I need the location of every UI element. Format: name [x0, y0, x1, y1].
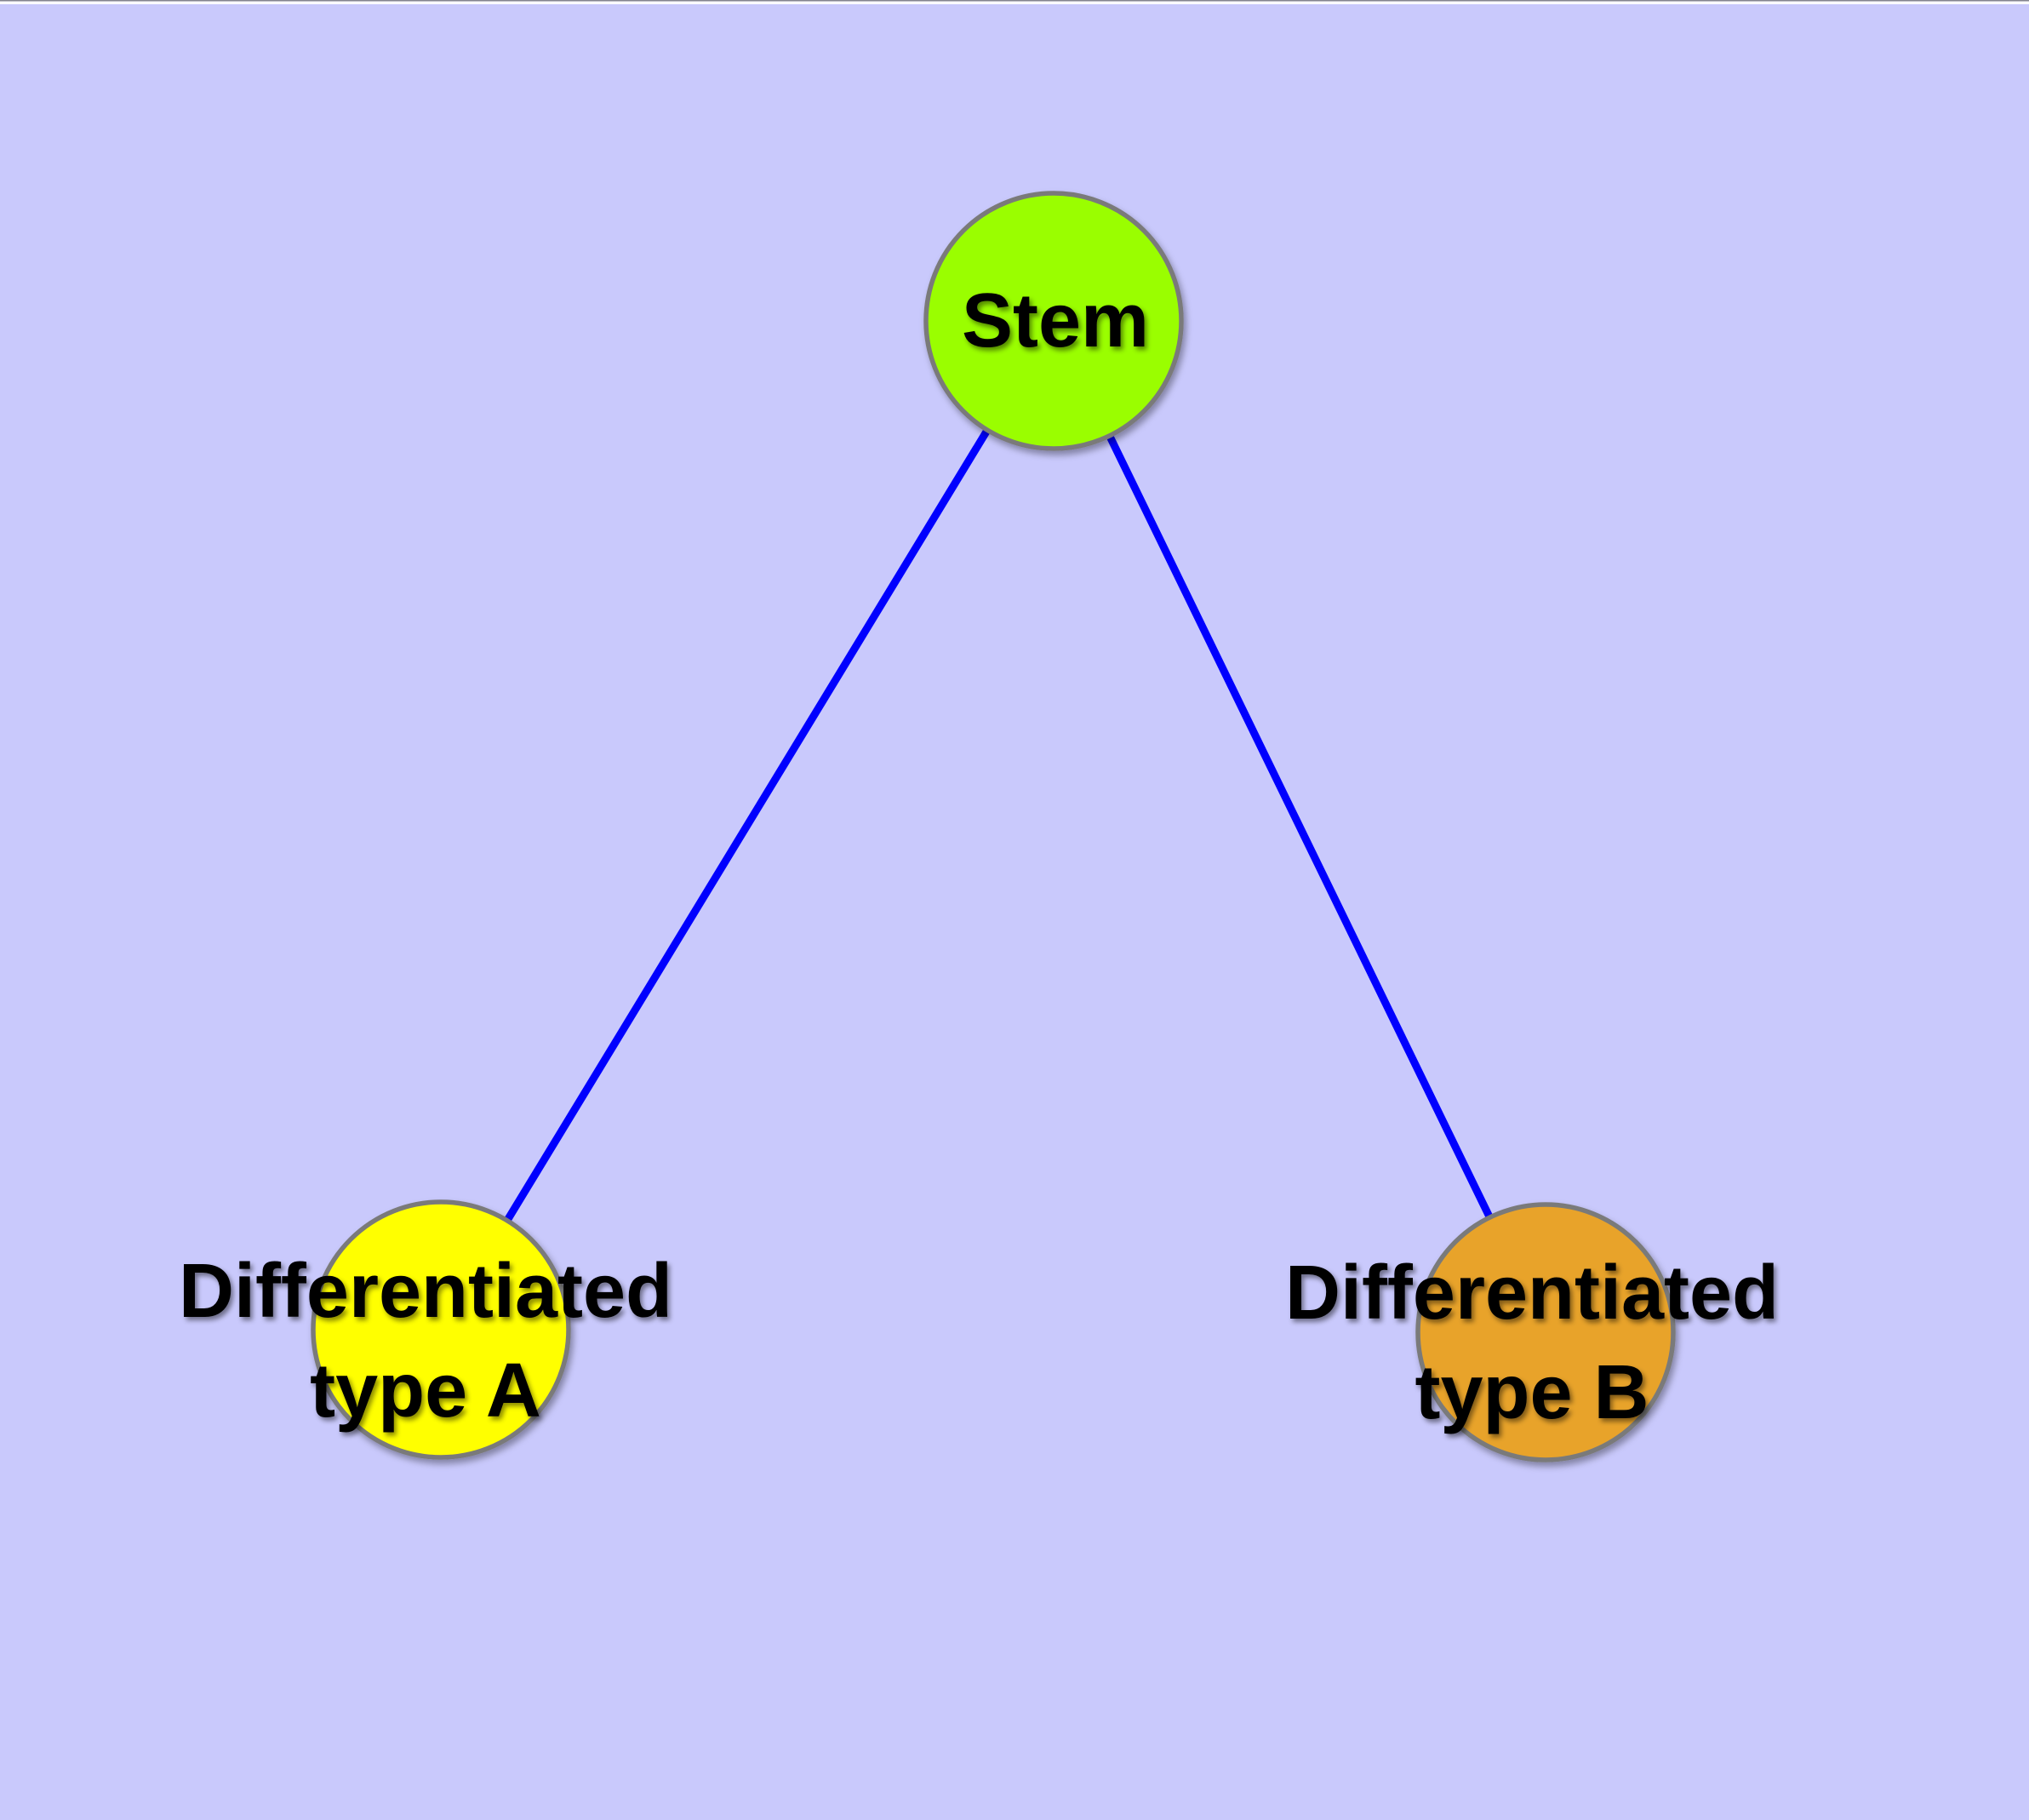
nodes-layer: [311, 191, 1676, 1462]
node-stem: [923, 191, 1184, 451]
node-label-differentiated-type-a-line-1: Differentiated: [179, 1249, 672, 1334]
canvas-top-highlight: [0, 1, 2029, 4]
edges-layer: [437, 318, 1550, 1334]
edge-stem-to-differentiated-type-b: [1049, 319, 1550, 1334]
edge-stem-to-differentiated-type-a: [437, 318, 1057, 1332]
node-label-stem-line-1: Stem: [962, 278, 1149, 363]
node-label-differentiated-type-b-line-2: type B: [1415, 1350, 1649, 1435]
node-label-differentiated-type-a-line-2: type A: [310, 1348, 541, 1434]
canvas-top-hairline: [0, 0, 2029, 2]
node-label-differentiated-type-b-line-1: Differentiated: [1285, 1251, 1779, 1336]
node-differentiated-type-b: [1415, 1202, 1676, 1462]
node-differentiated-type-a: [311, 1199, 571, 1460]
